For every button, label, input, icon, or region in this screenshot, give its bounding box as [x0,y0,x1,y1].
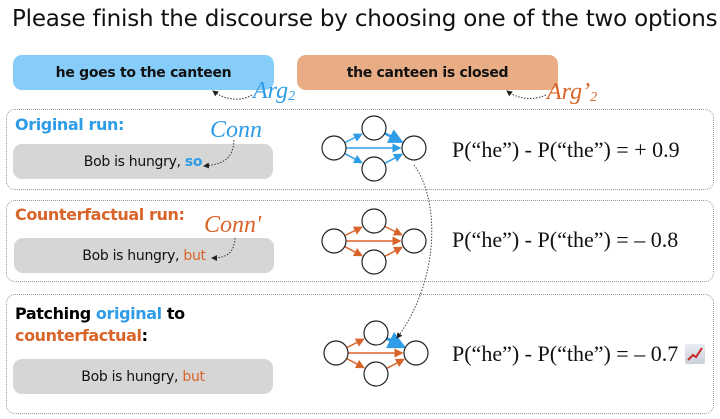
option-arg2-prime[interactable]: the canteen is closed [297,55,558,90]
chart-increasing-icon [685,344,705,364]
patching-word: Patching [15,304,96,323]
original-run-panel [6,109,714,190]
connective-but: but [182,368,205,385]
colon: : [141,326,148,345]
option-arg2-text: he goes to the canteen [55,64,232,81]
input-prefix: Bob is hungry, [81,368,183,385]
original-word: original [95,304,162,323]
original-run-title: Original run: [15,115,125,134]
patching-panel [6,294,714,414]
page-title: Please finish the discourse by choosing … [12,6,720,32]
conn-prime-label: Conn' [204,212,262,238]
connective-so: so [184,153,203,170]
input-prefix: Bob is hungry, [82,247,184,264]
counterfactual-formula: P(“he”) - P(“the”) = – 0.8 [452,227,679,252]
connective-but: but [183,247,206,264]
counterfactual-run-title: Counterfactual run: [15,205,185,224]
counterfactual-input: Bob is hungry, but [14,238,274,273]
to-word: to [161,304,185,323]
patching-input: Bob is hungry, but [13,359,273,394]
option-arg2[interactable]: he goes to the canteen [13,55,274,90]
input-prefix: Bob is hungry, [83,153,185,170]
patching-formula: P(“he”) - P(“the”) = – 0.7 [452,341,679,366]
arg2-prime-pointer [506,90,547,99]
original-formula: P(“he”) - P(“the”) = + 0.9 [452,137,680,162]
arg2-pointer [212,90,253,100]
arg2-label: Arg2 [253,78,296,104]
counterfactual-word: counterfactual [15,326,142,345]
conn-label: Conn [210,117,263,143]
original-input: Bob is hungry, so [13,144,273,179]
arg2-prime-label: Arg’2 [547,79,598,105]
patching-title: Patching original to counterfactual: [15,303,185,347]
counterfactual-run-panel [6,200,714,282]
option-arg2-prime-text: the canteen is closed [346,64,509,81]
